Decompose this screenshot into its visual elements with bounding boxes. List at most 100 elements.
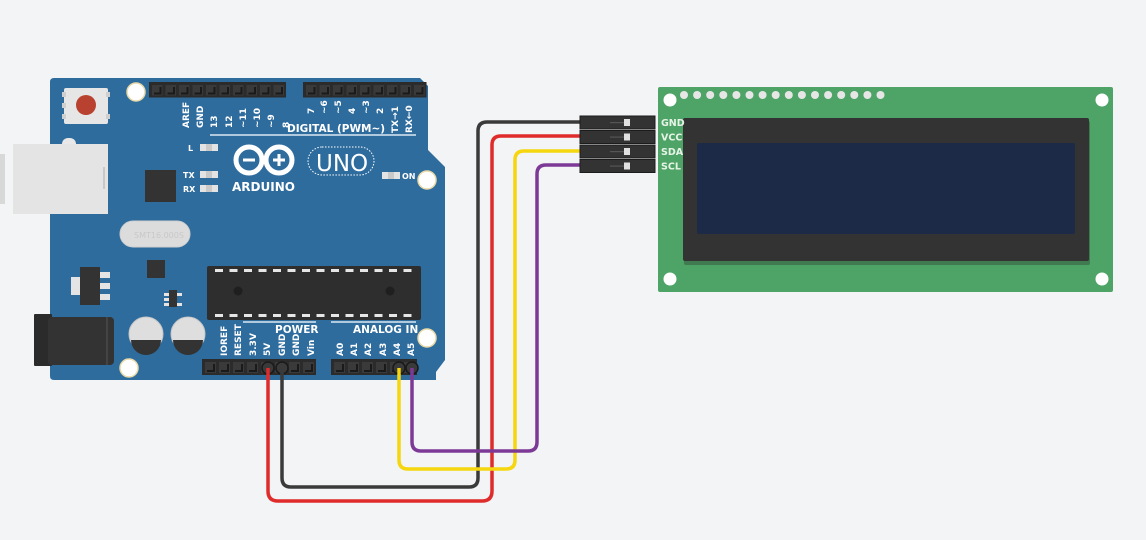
reset-button[interactable] bbox=[62, 88, 110, 124]
power-header bbox=[202, 359, 316, 375]
digital-pin-socket[interactable] bbox=[319, 85, 331, 96]
digital-pin-label: TX→1 bbox=[391, 106, 401, 133]
digital-pin-socket[interactable] bbox=[179, 85, 190, 96]
lcd-connector-sda[interactable] bbox=[579, 144, 656, 159]
wire-5v-to-vcc[interactable] bbox=[266, 134, 585, 503]
power-pin-label: GND bbox=[278, 334, 288, 356]
digital-pin-socket[interactable] bbox=[360, 85, 371, 96]
digital-pin-socket[interactable] bbox=[400, 85, 412, 96]
lcd-pin-hole bbox=[797, 91, 806, 99]
analog-pin-label: A4 bbox=[393, 343, 403, 356]
wire-a5-to-scl[interactable] bbox=[410, 163, 585, 453]
digital-pin-label: ~5 bbox=[334, 100, 344, 114]
digital-pin-label: 13 bbox=[210, 115, 220, 128]
lcd-pin-hole bbox=[863, 91, 872, 99]
digital-pin-socket[interactable] bbox=[165, 85, 177, 96]
mounting-hole bbox=[1095, 93, 1109, 107]
analog-pin-label: A0 bbox=[336, 343, 346, 356]
arduino-brand-text: ARDUINO bbox=[232, 180, 295, 194]
svg-text:UNO: UNO bbox=[316, 151, 368, 177]
power-pin-label: Vin bbox=[307, 340, 317, 356]
led-l: L bbox=[188, 144, 218, 153]
digital-pin-label: ~11 bbox=[239, 108, 249, 128]
analog-pin-socket[interactable] bbox=[334, 362, 345, 373]
digital-pin-socket[interactable] bbox=[273, 85, 285, 96]
lcd-pin-hole bbox=[719, 91, 728, 99]
digital-pin-label: GND bbox=[196, 106, 206, 128]
digital-pin-socket[interactable] bbox=[206, 85, 217, 96]
digital-pin-label: ~10 bbox=[253, 108, 263, 128]
small-chip bbox=[147, 260, 165, 278]
mounting-hole bbox=[1095, 272, 1109, 286]
uno-logo: UNO bbox=[307, 146, 375, 177]
power-pin-label: IOREF bbox=[220, 326, 230, 356]
mounting-hole bbox=[417, 328, 437, 348]
analog-pin-socket[interactable] bbox=[348, 362, 359, 373]
led-on: ON bbox=[382, 172, 416, 181]
voltage-regulator bbox=[71, 267, 110, 305]
digital-pin-socket[interactable] bbox=[373, 85, 385, 96]
power-pin-socket[interactable] bbox=[205, 362, 216, 373]
digital-pin-label: 4 bbox=[348, 108, 358, 114]
power-pin-label: 5V bbox=[263, 343, 273, 356]
power-pin-socket[interactable] bbox=[233, 362, 244, 373]
power-pin-label: GND bbox=[292, 334, 302, 356]
lcd-top-pin-holes bbox=[680, 91, 885, 99]
digital-header-right bbox=[303, 82, 427, 98]
lcd-connector-gnd[interactable] bbox=[579, 115, 656, 130]
capacitor bbox=[170, 316, 206, 355]
digital-pin-socket[interactable] bbox=[233, 85, 244, 96]
power-pin-socket[interactable] bbox=[247, 362, 258, 373]
svg-text:RX: RX bbox=[183, 185, 196, 194]
lcd-pin-hole bbox=[706, 91, 715, 99]
power-jack bbox=[34, 314, 114, 366]
led-rx: RX bbox=[183, 185, 218, 194]
digital-pin-socket[interactable] bbox=[387, 85, 398, 96]
lcd-pin-hole bbox=[732, 91, 741, 99]
mounting-hole bbox=[126, 82, 146, 102]
power-pin-socket[interactable] bbox=[289, 362, 300, 373]
power-pin-socket[interactable] bbox=[303, 362, 314, 373]
digital-pin-socket[interactable] bbox=[346, 85, 358, 96]
lcd-pin-connector[interactable] bbox=[579, 115, 656, 173]
lcd-screen bbox=[697, 143, 1075, 234]
analog-pin-label: A1 bbox=[350, 343, 360, 356]
analog-pin-socket[interactable] bbox=[362, 362, 373, 373]
digital-pin-label: ~9 bbox=[267, 114, 277, 128]
digital-pin-socket[interactable] bbox=[333, 85, 344, 96]
mounting-hole bbox=[663, 272, 677, 286]
digital-pin-socket[interactable] bbox=[246, 85, 258, 96]
lcd-pin-hole bbox=[758, 91, 767, 99]
lcd-pin-hole bbox=[680, 91, 688, 99]
wire-a4-to-sda[interactable] bbox=[397, 149, 585, 471]
power-label: POWER bbox=[275, 324, 318, 336]
lcd-pin-hole bbox=[745, 91, 754, 99]
analog-pin-label: A5 bbox=[407, 343, 417, 356]
digital-pin-label: 2 bbox=[376, 108, 386, 114]
svg-text:L: L bbox=[188, 144, 193, 153]
digital-pin-socket[interactable] bbox=[414, 85, 425, 96]
lcd-pin-hole bbox=[837, 91, 846, 99]
lcd-connector-vcc[interactable] bbox=[579, 130, 656, 144]
usb-chip bbox=[145, 170, 176, 202]
lcd-connector-scl[interactable] bbox=[579, 159, 656, 173]
digital-pin-socket[interactable] bbox=[152, 85, 163, 96]
atmega-microcontroller bbox=[207, 266, 421, 320]
digital-pin-label: ~3 bbox=[362, 100, 372, 114]
digital-pin-label: 7 bbox=[307, 108, 317, 114]
lcd-pin-hole bbox=[771, 91, 780, 99]
digital-pin-socket[interactable] bbox=[260, 85, 271, 96]
power-pin-socket[interactable] bbox=[219, 362, 230, 373]
lcd-pin-hole bbox=[784, 91, 793, 99]
svg-text:ON: ON bbox=[402, 172, 416, 181]
digital-pin-socket[interactable] bbox=[192, 85, 204, 96]
analog-pin-socket[interactable] bbox=[376, 362, 387, 373]
digital-pwm-label: DIGITAL (PWM~) bbox=[287, 123, 385, 135]
digital-pin-socket[interactable] bbox=[306, 85, 317, 96]
led-tx: TX bbox=[183, 171, 218, 180]
wire-gnd-to-gnd[interactable] bbox=[280, 120, 585, 489]
digital-pin-socket[interactable] bbox=[219, 85, 231, 96]
